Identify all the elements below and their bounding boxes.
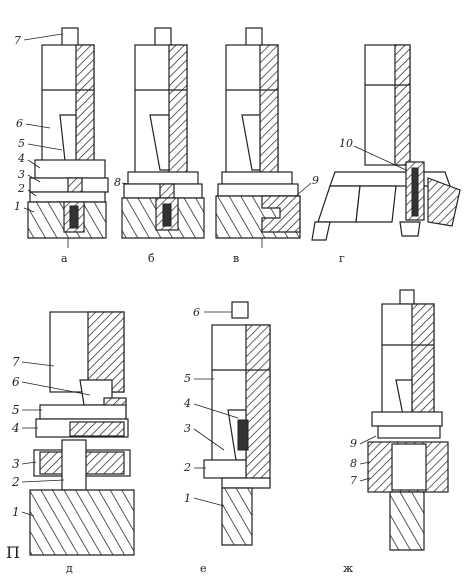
part-label-9: 9 bbox=[312, 174, 319, 187]
panel-caption-e: е bbox=[200, 562, 207, 575]
panel-caption-b: б bbox=[148, 252, 155, 265]
part-label-2: 2 bbox=[183, 461, 191, 474]
part-label-10: 10 bbox=[339, 137, 353, 150]
part-label-8: 8 bbox=[350, 457, 357, 470]
panel-v-labels: 9 в bbox=[233, 174, 319, 265]
part-label-9: 9 bbox=[350, 437, 357, 450]
part-label-6: 6 bbox=[193, 306, 200, 319]
corner-mark: П bbox=[6, 543, 20, 562]
part-label-4: 4 bbox=[183, 397, 191, 410]
part-label-3: 3 bbox=[18, 168, 25, 181]
part-label-1: 1 bbox=[184, 492, 191, 505]
part-label-5: 5 bbox=[18, 137, 25, 150]
panel-e-labels: 6 5 4 3 2 1 е bbox=[183, 306, 239, 575]
part-label-4: 4 bbox=[17, 152, 25, 165]
part-label-5: 5 bbox=[12, 403, 20, 417]
panel-d bbox=[29, 311, 135, 556]
panel-caption-d: д bbox=[66, 562, 73, 575]
part-label-7: 7 bbox=[14, 34, 21, 47]
panel-zh-labels: 9 8 7 ж bbox=[343, 435, 377, 575]
part-label-3: 3 bbox=[184, 422, 191, 435]
panel-a-labels: 7 6 5 4 3 2 1 а bbox=[14, 33, 68, 265]
part-label-6: 6 bbox=[16, 117, 23, 130]
panel-e bbox=[203, 301, 271, 546]
part-label-1: 1 bbox=[14, 200, 21, 213]
panel-g bbox=[311, 44, 461, 241]
part-label-1: 1 bbox=[12, 505, 20, 519]
panel-d-labels: 7 6 5 4 3 2 1 д bbox=[11, 355, 91, 575]
part-label-3: 3 bbox=[12, 457, 20, 471]
part-label-2: 2 bbox=[11, 475, 20, 489]
panel-v bbox=[215, 27, 301, 248]
panel-caption-v: в bbox=[233, 252, 239, 265]
part-label-2: 2 bbox=[17, 182, 25, 195]
panel-a bbox=[27, 27, 109, 248]
panel-b-labels: 8 б bbox=[114, 176, 155, 265]
part-label-8: 8 bbox=[114, 176, 121, 189]
part-label-5: 5 bbox=[184, 372, 191, 385]
panel-b bbox=[121, 27, 205, 239]
part-label-7: 7 bbox=[350, 474, 357, 487]
part-label-6: 6 bbox=[12, 375, 20, 389]
panel-caption-g: г bbox=[339, 252, 345, 265]
panel-g-labels: 10 г bbox=[339, 137, 407, 265]
panel-caption-a: а bbox=[61, 252, 68, 265]
panel-caption-zh: ж bbox=[343, 562, 353, 575]
part-label-4: 4 bbox=[11, 421, 20, 435]
part-label-7: 7 bbox=[12, 355, 20, 369]
panel-zh bbox=[367, 289, 449, 551]
